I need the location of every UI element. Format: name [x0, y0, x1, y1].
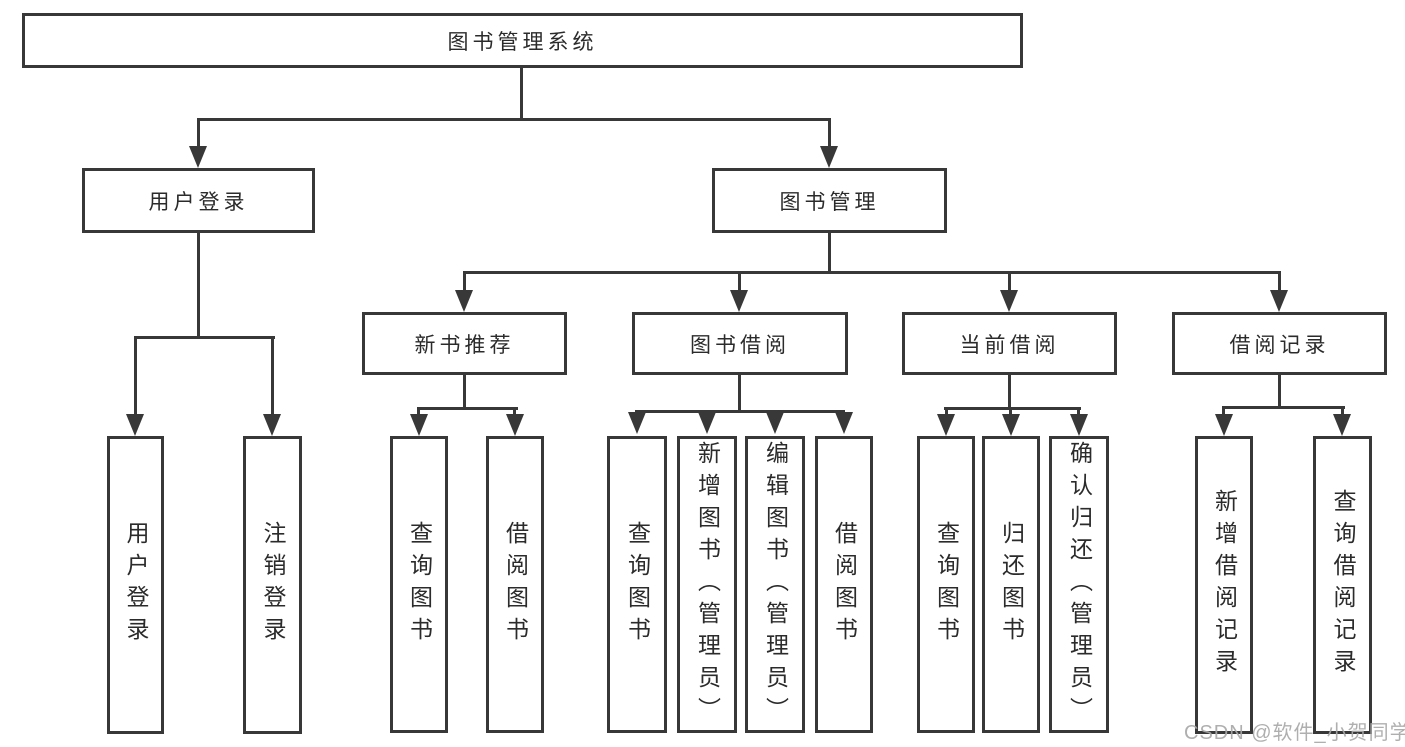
node-borrow-record: 借阅记录 [1172, 312, 1387, 375]
leaf-current-query-book: 查询图书 [917, 436, 975, 733]
leaf-current-confirm-return-admin: 确认归还（管理员） [1049, 436, 1109, 733]
node-new-book-recommend: 新书推荐 [362, 312, 567, 375]
leaf-newrec-query-book-label: 查询图书 [406, 520, 433, 649]
leaf-record-add-record-label: 新增借阅记录 [1211, 489, 1238, 681]
connector-mgmt-stem-3 [1008, 271, 1011, 291]
leaf-newrec-borrow-book-label: 借阅图书 [502, 520, 529, 649]
connector-borrow-vline [738, 375, 741, 412]
node-book-management: 图书管理 [712, 168, 947, 233]
leaf-user-login-label: 用户登录 [123, 521, 149, 649]
node-book-management-label: 图书管理 [779, 190, 880, 214]
connector-root-left-stem [197, 118, 200, 148]
arrow-down-icon [1002, 414, 1020, 436]
connector-newrec-hline [417, 407, 518, 410]
connector-mgmt-hline [463, 271, 1281, 274]
leaf-borrow-edit-book-admin: 编辑图书（管理员） [745, 436, 805, 733]
arrow-down-icon [820, 146, 838, 168]
connector-user-stem-1 [134, 336, 137, 416]
arrow-down-icon [1215, 414, 1233, 436]
leaf-record-query-record: 查询借阅记录 [1313, 436, 1372, 734]
node-current-borrow: 当前借阅 [902, 312, 1117, 375]
arrow-down-icon [730, 290, 748, 312]
node-current-borrow-label: 当前借阅 [959, 333, 1060, 357]
connector-root-hline [197, 118, 831, 121]
leaf-user-login: 用户登录 [107, 436, 164, 734]
connector-record-vline [1278, 375, 1281, 408]
connector-mgmt-stem-1 [463, 271, 466, 291]
arrow-down-icon [835, 412, 853, 434]
node-book-borrow-label: 图书借阅 [690, 333, 790, 357]
leaf-record-add-record: 新增借阅记录 [1195, 436, 1253, 734]
leaf-borrow-query-book-label: 查询图书 [624, 520, 651, 649]
connector-newrec-stem-2 [513, 407, 516, 416]
node-root-label: 图书管理系统 [447, 30, 598, 54]
arrow-down-icon [506, 414, 524, 436]
leaf-borrow-add-book-admin: 新增图书（管理员） [677, 436, 737, 733]
connector-current-stem-2 [1009, 407, 1012, 416]
leaf-borrow-query-book: 查询图书 [607, 436, 667, 733]
connector-current-vline [1008, 375, 1011, 409]
connector-newrec-vline [463, 375, 466, 409]
connector-record-stem-2 [1341, 406, 1344, 416]
connector-record-hline [1222, 406, 1345, 409]
connector-mgmt-stem-2 [738, 271, 741, 291]
leaf-newrec-borrow-book: 借阅图书 [486, 436, 544, 733]
leaf-logout-login: 注销登录 [243, 436, 302, 734]
csdn-watermark: CSDN @软件_小贺同学 [1184, 722, 1405, 744]
connector-mgmt-vline [828, 233, 831, 273]
connector-mgmt-stem-4 [1278, 271, 1281, 291]
arrow-down-icon [766, 412, 784, 434]
arrow-down-icon [189, 146, 207, 168]
connector-root-vline [520, 68, 523, 120]
leaf-newrec-query-book: 查询图书 [390, 436, 448, 733]
leaf-current-return-book-label: 归还图书 [998, 520, 1025, 649]
connector-root-right-stem [828, 118, 831, 148]
leaf-current-confirm-return-admin-label: 确认归还（管理员） [1066, 440, 1093, 729]
arrow-down-icon [628, 412, 646, 434]
arrow-down-icon [126, 414, 144, 436]
leaf-current-query-book-label: 查询图书 [933, 520, 960, 649]
connector-current-hline [944, 407, 1081, 410]
leaf-record-query-record-label: 查询借阅记录 [1330, 489, 1356, 681]
arrow-down-icon [937, 414, 955, 436]
node-user-login-label: 用户登录 [148, 190, 249, 214]
leaf-borrow-edit-book-admin-label: 编辑图书（管理员） [762, 440, 789, 729]
node-new-book-recommend-label: 新书推荐 [414, 333, 515, 357]
leaf-borrow-borrow-book: 借阅图书 [815, 436, 873, 733]
node-book-borrow: 图书借阅 [632, 312, 848, 375]
arrow-down-icon [1070, 414, 1088, 436]
arrow-down-icon [1000, 290, 1018, 312]
leaf-logout-login-label: 注销登录 [260, 521, 286, 649]
leaf-current-return-book: 归还图书 [982, 436, 1040, 733]
connector-record-stem-1 [1222, 406, 1225, 416]
leaf-borrow-add-book-admin-label: 新增图书（管理员） [694, 440, 721, 729]
connector-borrow-hline [635, 410, 845, 413]
connector-current-stem-1 [945, 407, 948, 416]
arrow-down-icon [455, 290, 473, 312]
node-user-login: 用户登录 [82, 168, 315, 233]
connector-user-hline [134, 336, 275, 339]
leaf-borrow-borrow-book-label: 借阅图书 [831, 520, 858, 649]
connector-user-stem-2 [271, 336, 274, 416]
arrow-down-icon [698, 412, 716, 434]
connector-current-stem-3 [1077, 407, 1080, 416]
arrow-down-icon [410, 414, 428, 436]
connector-user-vline [197, 233, 200, 338]
arrow-down-icon [1333, 414, 1351, 436]
connector-newrec-stem-1 [417, 407, 420, 416]
arrow-down-icon [1270, 290, 1288, 312]
node-root: 图书管理系统 [22, 13, 1023, 68]
node-borrow-record-label: 借阅记录 [1229, 333, 1330, 357]
arrow-down-icon [263, 414, 281, 436]
